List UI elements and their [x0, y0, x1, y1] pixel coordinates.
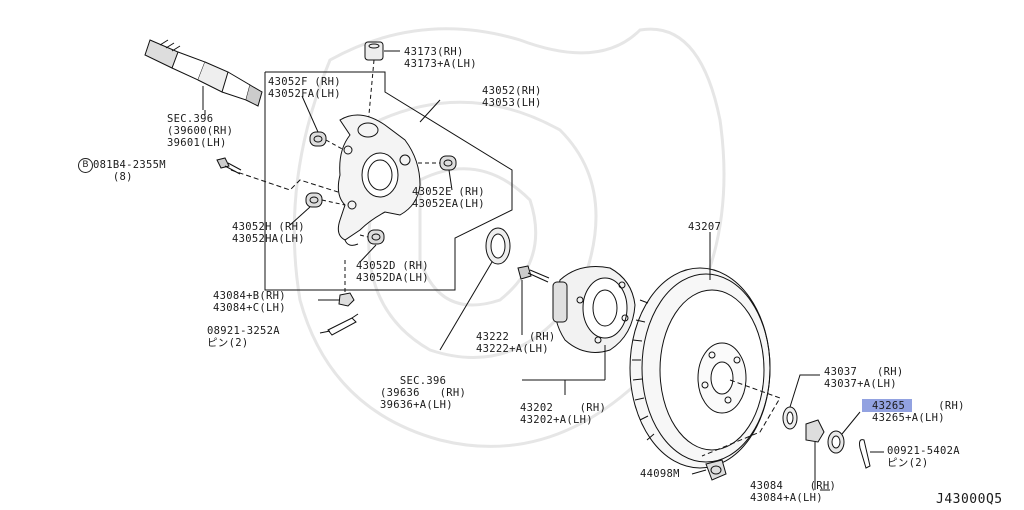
part-43173: [364, 41, 400, 126]
label-43037: 43037 (RH) 43037+A(LH): [824, 366, 904, 390]
bolt-081B4: [216, 157, 242, 175]
label-sec396-top: SEC.396 (39600(RH) 39601(LH): [167, 113, 234, 149]
seal-39636: [439, 227, 511, 351]
label-081B4: 081B4-2355M (8): [93, 159, 166, 183]
label-43052F: 43052F (RH) 43052FA(LH): [268, 76, 341, 100]
label-43052D: 43052D (RH) 43052DA(LH): [356, 260, 429, 284]
hub-assembly-43202: [552, 266, 636, 380]
label-43265[interactable]: 43265 (RH) 43265+A(LH): [872, 400, 965, 424]
cap-43265: [827, 411, 861, 454]
label-43052H: 43052H (RH) 43052HA(LH): [232, 221, 305, 245]
steering-knuckle: [337, 114, 421, 246]
drive-shaft: [144, 39, 263, 110]
label-43207: 43207: [688, 221, 722, 233]
nut-43084B: [338, 260, 355, 307]
bushing-43052E: [439, 155, 457, 171]
cotter-pin-00921: [859, 439, 884, 469]
label-43173: 43173(RH) 43173+A(LH): [404, 46, 477, 70]
brake-rotor-43207: [629, 232, 771, 469]
bushing-43052H: [305, 192, 323, 208]
label-pin-00921: 00921-5402A ピン(2): [887, 445, 960, 469]
label-43084: 43084 (RH) 43084+A(LH): [750, 480, 837, 504]
highlight-43265: [862, 399, 912, 412]
diagram-code: J43000Q5: [936, 492, 1003, 507]
bushing-43052D: [367, 229, 385, 245]
label-43052E: 43052E (RH) 43052EA(LH): [412, 186, 485, 210]
label-43222: 43222 (RH) 43222+A(LH): [476, 331, 556, 355]
label-44098M: 44098M: [640, 468, 680, 480]
label-43084B: 43084+B(RH) 43084+C(LH): [213, 290, 286, 314]
bleeder-44098M: [691, 459, 727, 481]
label-43052: 43052(RH) 43053(LH): [482, 85, 542, 109]
seal-43037: [782, 374, 820, 430]
bushing-43052F: [309, 131, 327, 147]
label-43202: 43202 (RH) 43202+A(LH): [520, 402, 607, 426]
nut-43084: [805, 419, 825, 490]
label-sec396-bottom: SEC.396 (39636 (RH) 39636+A(LH): [380, 375, 467, 411]
knuckle-callout-frame: [264, 71, 513, 291]
hub-bolt-43222: [517, 265, 550, 335]
cotter-pin-08921: [327, 313, 359, 336]
label-pin-08921: 08921-3252A ピン(2): [207, 325, 280, 349]
bolt-badge-icon: B: [78, 158, 93, 173]
